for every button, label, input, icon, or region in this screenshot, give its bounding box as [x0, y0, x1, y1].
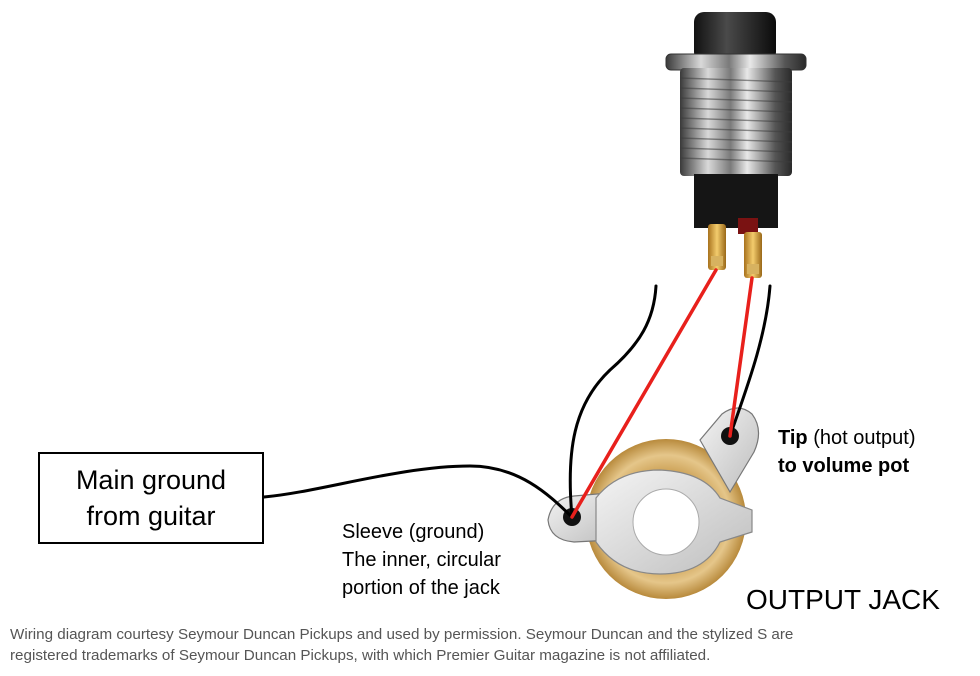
tip-label: Tip (hot output) to volume pot	[778, 424, 916, 480]
credit-line2: registered trademarks of Seymour Duncan …	[10, 647, 711, 664]
ground-wire-main	[262, 464, 574, 519]
tip-label-title: Tip	[778, 427, 808, 449]
sleeve-label: Sleeve (ground) The inner, circular port…	[342, 518, 501, 602]
hot-wire-to-tip	[728, 276, 754, 438]
tip-label-line2: to volume pot	[778, 455, 910, 477]
switch-base	[694, 174, 778, 228]
ground-box-line2: from guitar	[86, 501, 216, 531]
sleeve-label-line3: portion of the jack	[342, 577, 500, 599]
credit-caption: Wiring diagram courtesy Seymour Duncan P…	[10, 624, 975, 666]
hot-wire-to-sleeve	[570, 268, 718, 519]
output-jack	[547, 407, 760, 599]
jack-hole	[632, 488, 700, 556]
switch-nut	[665, 53, 807, 71]
switch-cap	[694, 12, 776, 62]
ground-wire-up-right	[728, 284, 772, 438]
sleeve-label-line1: Sleeve (ground)	[342, 521, 485, 543]
sleeve-label-line2: The inner, circular	[342, 549, 501, 571]
credit-line1: Wiring diagram courtesy Seymour Duncan P…	[10, 626, 794, 643]
main-ground-box: Main ground from guitar	[38, 452, 264, 544]
ground-wire-up-left	[568, 284, 658, 519]
tip-lug	[699, 407, 760, 494]
ground-box-line1: Main ground	[75, 465, 227, 495]
tip-label-paren: (hot output)	[813, 427, 916, 449]
output-jack-title: OUTPUT JACK	[746, 584, 940, 615]
push-button-switch	[665, 12, 807, 278]
wires	[262, 268, 772, 519]
